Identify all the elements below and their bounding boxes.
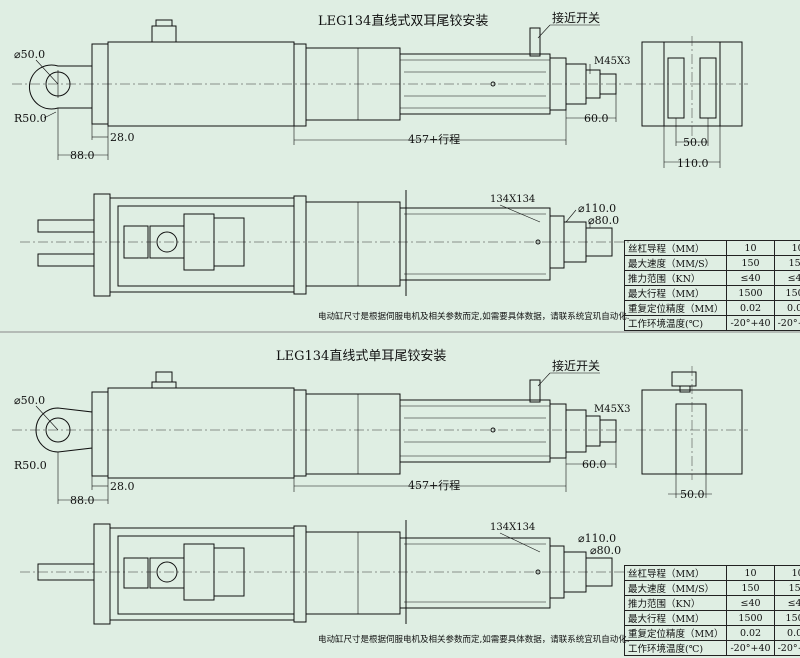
spec-cell-v2: 10 — [774, 566, 800, 581]
bottom-spec-table: 丝杠导程（MM）1010最大速度（MM/S）150150推力范围（KN）≤40≤… — [624, 565, 800, 656]
spec-cell-v1: -20°+40 — [727, 316, 774, 331]
spec-cell-v1: 1500 — [727, 286, 774, 301]
top-proximity-label: 接近开关 — [552, 10, 600, 25]
spec-cell-v2: ≤40 — [774, 271, 800, 286]
spec-cell-v1: ≤40 — [727, 596, 774, 611]
spec-cell-label: 最大行程（MM） — [625, 611, 727, 626]
bottom-d60: 60.0 — [582, 458, 607, 471]
top-d28: 28.0 — [110, 131, 135, 144]
spec-row: 丝杠导程（MM）1010 — [625, 241, 800, 256]
top-stroke: 457+行程 — [408, 133, 460, 146]
spec-cell-v1: 10 — [727, 241, 774, 256]
top-m45: M45X3 — [594, 56, 630, 67]
spec-cell-label: 最大行程（MM） — [625, 286, 727, 301]
spec-cell-v2: 0.02 — [774, 301, 800, 316]
top-d60: 60.0 — [584, 112, 609, 125]
spec-cell-v2: -20°+40 — [774, 641, 800, 656]
spec-cell-label: 最大速度（MM/S） — [625, 256, 727, 271]
spec-cell-v2: 150 — [774, 256, 800, 271]
spec-cell-label: 丝杠导程（MM） — [625, 566, 727, 581]
bottom-d28: 28.0 — [110, 480, 135, 493]
bottom-dia50: ⌀50.0 — [14, 394, 45, 407]
spec-row: 丝杠导程（MM）1010 — [625, 566, 800, 581]
spec-row: 推力范围（KN）≤40≤40 — [625, 596, 800, 611]
spec-cell-v2: 1500 — [774, 611, 800, 626]
bottom-dia80: ⌀80.0 — [590, 544, 621, 557]
top-side50: 50.0 — [683, 136, 708, 149]
spec-cell-v2: 150 — [774, 581, 800, 596]
bottom-plan-view: 134X134 ⌀110.0 ⌀80.0 — [20, 520, 632, 624]
spec-cell-v1: -20°+40 — [727, 641, 774, 656]
spec-row: 最大速度（MM/S）150150 — [625, 581, 800, 596]
spec-cell-label: 工作环境温度(℃) — [625, 316, 727, 331]
spec-row: 工作环境温度(℃)-20°+40-20°+40 — [625, 641, 800, 656]
spec-cell-label: 重复定位精度（MM） — [625, 301, 727, 316]
bottom-side-view: 50.0 — [636, 366, 748, 501]
spec-cell-label: 工作环境温度(℃) — [625, 641, 727, 656]
top-dia50: ⌀50.0 — [14, 48, 45, 61]
spec-cell-v2: -20°+40 — [774, 316, 800, 331]
spec-cell-label: 重复定位精度（MM） — [625, 626, 727, 641]
spec-cell-v1: 0.02 — [727, 301, 774, 316]
spec-cell-v1: 1500 — [727, 611, 774, 626]
spec-cell-v1: 0.02 — [727, 626, 774, 641]
spec-row: 推力范围（KN）≤40≤40 — [625, 271, 800, 286]
spec-cell-v2: ≤40 — [774, 596, 800, 611]
spec-cell-label: 推力范围（KN） — [625, 271, 727, 286]
bottom-r50: R50.0 — [14, 459, 47, 472]
spec-cell-v1: 150 — [727, 256, 774, 271]
bottom-d88: 88.0 — [70, 494, 95, 507]
spec-cell-label: 最大速度（MM/S） — [625, 581, 727, 596]
top-side110: 110.0 — [677, 157, 709, 170]
bottom-side50: 50.0 — [680, 488, 705, 501]
bottom-front-view: ⌀50.0 R50.0 28.0 88.0 457+行程 M45X3 60.0 — [12, 372, 632, 507]
top-front-view: ⌀50.0 R50.0 28.0 88.0 457+行程 M45X3 60.0 — [12, 20, 632, 162]
spec-row: 重复定位精度（MM）0.020.02 — [625, 626, 800, 641]
spec-row: 最大行程（MM）15001500 — [625, 286, 800, 301]
top-side-view: 50.0 110.0 — [636, 36, 748, 170]
bottom-proximity-label: 接近开关 — [552, 358, 600, 373]
spec-row: 工作环境温度(℃)-20°+40-20°+40 — [625, 316, 800, 331]
spec-row: 最大速度（MM/S）150150 — [625, 256, 800, 271]
spec-row: 重复定位精度（MM）0.020.02 — [625, 301, 800, 316]
top-dia80: ⌀80.0 — [588, 214, 619, 227]
top-r50: R50.0 — [14, 112, 47, 125]
spec-cell-v2: 1500 — [774, 286, 800, 301]
top-d88: 88.0 — [70, 149, 95, 162]
spec-cell-v1: 10 — [727, 566, 774, 581]
spec-row: 最大行程（MM）15001500 — [625, 611, 800, 626]
bottom-stroke: 457+行程 — [408, 479, 460, 492]
bottom-note: 电动缸尺寸是根据伺服电机及相关参数而定,如需要具体数据，请联系统宜玑自动化. — [318, 633, 629, 645]
top-title: LEG134直线式双耳尾铰安装 — [318, 14, 488, 29]
spec-cell-label: 推力范围（KN） — [625, 596, 727, 611]
top-plan-view: 134X134 ⌀110.0 ⌀80.0 — [20, 190, 632, 296]
top-spec-table: 丝杠导程（MM）1010最大速度（MM/S）150150推力范围（KN）≤40≤… — [624, 240, 800, 331]
spec-cell-v2: 10 — [774, 241, 800, 256]
spec-cell-v1: 150 — [727, 581, 774, 596]
spec-cell-label: 丝杠导程（MM） — [625, 241, 727, 256]
bottom-d134: 134X134 — [490, 522, 535, 533]
top-d134: 134X134 — [490, 194, 535, 205]
spec-cell-v2: 0.02 — [774, 626, 800, 641]
spec-cell-v1: ≤40 — [727, 271, 774, 286]
bottom-title: LEG134直线式单耳尾铰安装 — [276, 349, 446, 364]
bottom-m45: M45X3 — [594, 404, 630, 415]
top-note: 电动缸尺寸是根据伺服电机及相关参数而定,如需要具体数据，请联系统宜玑自动化. — [318, 310, 629, 322]
